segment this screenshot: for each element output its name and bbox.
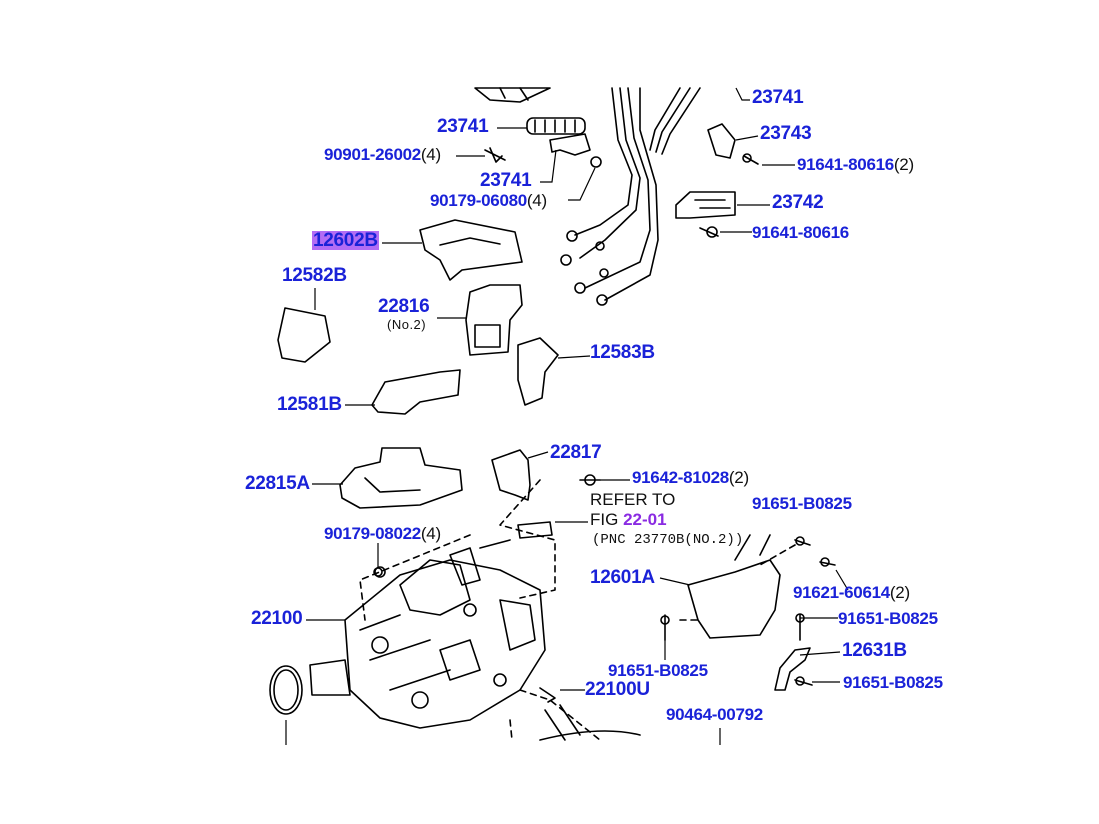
insulator-12602B-drawing (419, 219, 523, 281)
part-number: 90179-08022 (324, 524, 421, 543)
part-label-22815A[interactable]: 22815A (245, 473, 310, 494)
part-label-91641-80616[interactable]: 91641-80616 (752, 223, 849, 242)
pipe-stub-drawing (517, 521, 553, 539)
part-label-12581B[interactable]: 12581B (277, 394, 342, 415)
insulator-22815A-drawing (339, 447, 463, 509)
o-ring-drawing (269, 665, 303, 715)
bracket-22817-drawing (491, 449, 531, 501)
part-label-23741-clamp[interactable]: 23741 (437, 116, 489, 137)
fig-number-link[interactable]: 22-01 (623, 510, 667, 529)
quantity: (4) (526, 191, 547, 210)
top-bracket-drawing (474, 87, 551, 103)
part-label-91642-81028[interactable]: 91642-81028(2) (632, 469, 749, 486)
bracket-22816-drawing (465, 284, 523, 356)
dashed-leaders (359, 479, 796, 741)
part-label-23742[interactable]: 23742 (772, 192, 824, 213)
part-label-22816[interactable]: 22816 (378, 296, 430, 317)
clamp-23741-drawing (484, 117, 602, 168)
part-label-91651-B0825-b[interactable]: 91651-B0825 (838, 609, 938, 628)
clamp-23743-drawing (707, 123, 759, 165)
injection-pump-drawing (309, 539, 546, 729)
part-number: 91641-80616 (797, 155, 894, 174)
quantity: (2) (728, 468, 749, 487)
part-label-90464-00792[interactable]: 90464-00792 (666, 705, 763, 724)
part-label-12583B[interactable]: 12583B (590, 342, 655, 363)
clamp-23742-drawing (675, 191, 736, 238)
quantity: (4) (420, 524, 441, 543)
quantity: (2) (889, 583, 910, 602)
leader-lines (285, 87, 849, 745)
injection-pipes-drawing (560, 87, 701, 306)
part-label-12631B[interactable]: 12631B (842, 640, 907, 661)
part-label-23741-top[interactable]: 23741 (752, 87, 804, 108)
part-label-12602B-highlighted[interactable]: 12602B (312, 230, 379, 251)
reference-pnc-note: (PNC 23770B(NO.2)) (592, 532, 744, 548)
part-label-91621-60614[interactable]: 91621-60614(2) (793, 584, 910, 601)
part-label-12582B[interactable]: 12582B (282, 265, 347, 286)
part-label-91651-B0825-d[interactable]: 91651-B0825 (843, 673, 943, 692)
part-label-22100[interactable]: 22100 (251, 608, 303, 629)
part-label-22817[interactable]: 22817 (550, 442, 602, 463)
cover-12601A-drawing (687, 534, 781, 639)
part-sublabel-22816: (No.2) (387, 317, 427, 332)
part-label-91651-B0825-c[interactable]: 91651-B0825 (608, 661, 708, 680)
part-label-90179-08022[interactable]: 90179-08022(4) (324, 525, 441, 542)
reference-text-line1: REFER TO (590, 490, 676, 509)
part-label-90901-26002[interactable]: 90901-26002(4) (324, 146, 441, 163)
insulator-12583B-drawing (517, 337, 559, 406)
part-label-90179-06080[interactable]: 90179-06080(4) (430, 192, 547, 209)
part-label-22100U[interactable]: 22100U (585, 679, 650, 700)
part-label-12601A[interactable]: 12601A (590, 567, 655, 588)
part-number: 90179-06080 (430, 191, 527, 210)
return-hose-drawing (539, 730, 641, 741)
nut-22100U-drawing (539, 687, 556, 703)
part-label-91651-B0825-a[interactable]: 91651-B0825 (752, 494, 852, 513)
part-number: 91621-60614 (793, 583, 890, 602)
fig-prefix: FIG (590, 510, 624, 529)
quantity: (2) (893, 155, 914, 174)
insulator-12581B-drawing (371, 369, 461, 415)
quantity: (4) (420, 145, 441, 164)
part-label-23741-lower[interactable]: 23741 (480, 170, 532, 191)
part-label-91641-80616-qty[interactable]: 91641-80616(2) (797, 156, 914, 173)
reference-fig-link[interactable]: FIG 22-01 (590, 511, 667, 528)
part-number: 91642-81028 (632, 468, 729, 487)
bolts-drawing (373, 474, 836, 686)
part-number: 90901-26002 (324, 145, 421, 164)
part-label-23743[interactable]: 23743 (760, 123, 812, 144)
insulator-12582B-drawing (277, 307, 331, 363)
